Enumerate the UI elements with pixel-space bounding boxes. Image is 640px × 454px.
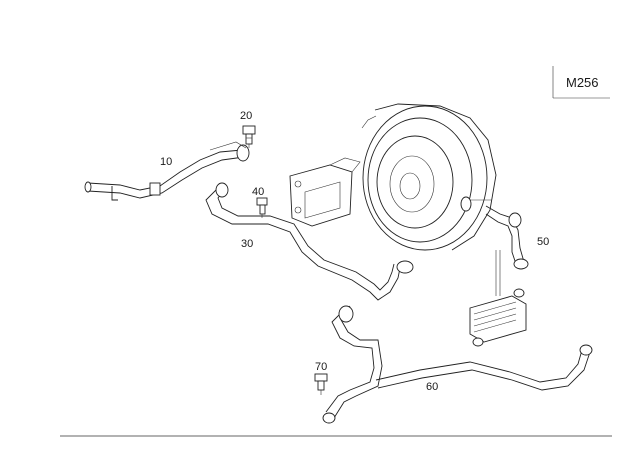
label-10[interactable]: 10 [160,156,172,168]
model-code-label: M256 [566,75,599,90]
control-unit [289,157,361,227]
bolt-70[interactable] [314,373,328,395]
label-30[interactable]: 30 [241,238,253,250]
coolant-hose-30[interactable] [205,182,414,301]
label-50[interactable]: 50 [537,236,549,248]
electric-machine-housing [361,103,497,251]
coolant-pipe-10[interactable] [84,141,250,201]
bolt-20[interactable] [242,125,256,148]
label-20[interactable]: 20 [240,110,252,122]
model-code-box: M256 [552,66,610,99]
coolant-hose-60[interactable] [322,305,593,424]
label-60[interactable]: 60 [426,381,438,393]
heat-exchanger [469,250,527,347]
coolant-hose-50[interactable] [485,205,529,270]
label-40[interactable]: 40 [252,186,264,198]
bolt-40[interactable] [256,197,268,218]
label-70[interactable]: 70 [315,361,327,373]
